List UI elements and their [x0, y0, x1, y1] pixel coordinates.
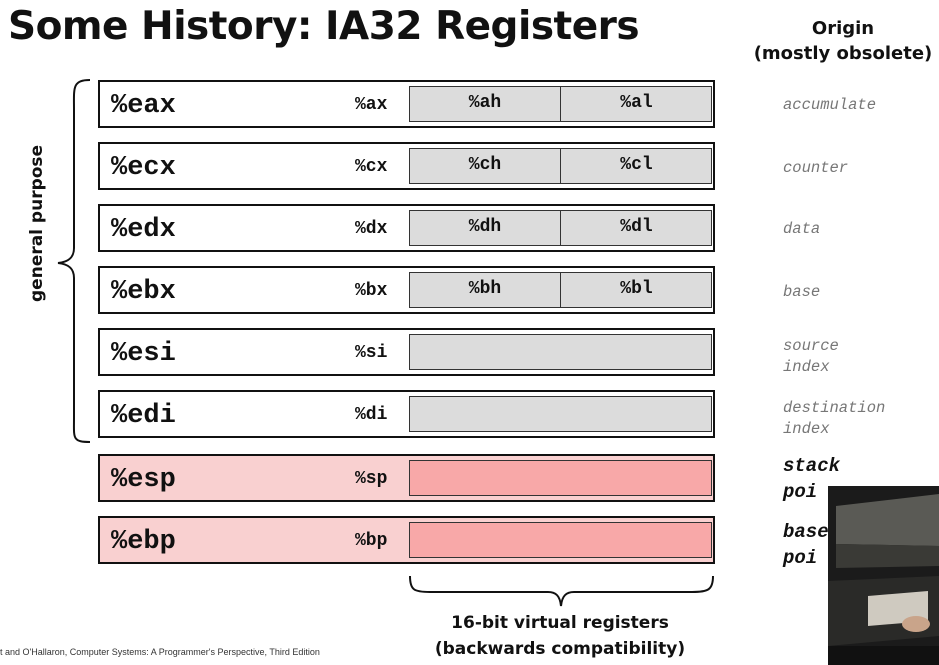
register-16bit-name: %bx — [355, 281, 388, 301]
origin-esp: stack poi — [783, 455, 841, 503]
origin-header-line2: (mostly obsolete) — [753, 43, 933, 64]
register-eax: %eax %ax %ah %al — [98, 80, 715, 128]
video-inset — [828, 486, 939, 665]
register-16bit-box — [409, 396, 712, 432]
origin-edx: data — [783, 220, 821, 238]
virtual-registers-label-line2: (backwards compatibility) — [434, 639, 686, 659]
virtual-registers-label-line1: 16-bit virtual registers — [451, 613, 669, 633]
register-high-byte: %bh — [410, 273, 561, 307]
register-16bit-box: %ch %cl — [409, 148, 712, 184]
origin-ebx: base — [783, 283, 821, 301]
register-ebp: %ebp %bp — [98, 516, 715, 564]
register-esi: %esi %si — [98, 328, 715, 376]
register-16bit-name: %di — [355, 405, 388, 425]
register-edi: %edi %di — [98, 390, 715, 438]
register-name: %ecx — [111, 153, 176, 183]
register-16bit-name: %sp — [355, 469, 388, 489]
register-16bit-box: %dh %dl — [409, 210, 712, 246]
video-frame-image — [828, 486, 939, 665]
origin-ebp: base poi — [783, 521, 829, 569]
register-low-byte: %bl — [620, 279, 653, 299]
citation-text: t and O'Hallaron, Computer Systems: A Pr… — [0, 647, 320, 657]
register-name: %edi — [111, 401, 176, 431]
register-edx: %edx %dx %dh %dl — [98, 204, 715, 252]
general-purpose-label: general purpose — [27, 144, 47, 302]
register-name: %edx — [111, 215, 176, 245]
general-purpose-brace — [57, 79, 91, 443]
register-low-byte: %cl — [620, 155, 653, 175]
register-high-byte: %dh — [410, 211, 561, 245]
register-ecx: %ecx %cx %ch %cl — [98, 142, 715, 190]
register-16bit-box: %bh %bl — [409, 272, 712, 308]
register-16bit-box: %ah %al — [409, 86, 712, 122]
register-low-byte: %dl — [620, 217, 653, 237]
register-16bit-name: %cx — [355, 157, 388, 177]
origin-ecx: counter — [783, 159, 849, 177]
register-name: %esi — [111, 339, 176, 369]
register-name: %esp — [111, 465, 176, 495]
origin-header: Origin (mostly obsolete) — [752, 16, 934, 66]
register-low-byte: %al — [620, 93, 653, 113]
register-16bit-box — [409, 334, 712, 370]
origin-header-line1: Origin — [811, 18, 875, 39]
register-16bit-box — [409, 522, 712, 558]
origin-edi: destination index — [783, 399, 886, 438]
origin-eax: accumulate — [783, 96, 877, 114]
register-16bit-name: %si — [355, 343, 388, 363]
register-name: %ebx — [111, 277, 176, 307]
virtual-registers-label: 16-bit virtual registers (backwards comp… — [407, 610, 713, 662]
register-esp: %esp %sp — [98, 454, 715, 502]
register-16bit-name: %dx — [355, 219, 388, 239]
register-16bit-name: %ax — [355, 95, 388, 115]
register-16bit-name: %bp — [355, 531, 388, 551]
register-ebx: %ebx %bx %bh %bl — [98, 266, 715, 314]
register-name: %ebp — [111, 527, 176, 557]
register-high-byte: %ch — [410, 149, 561, 183]
register-high-byte: %ah — [410, 87, 561, 121]
slide-title: Some History: IA32 Registers — [8, 4, 640, 49]
origin-esi: source index — [783, 337, 839, 376]
register-name: %eax — [111, 91, 176, 121]
register-16bit-box — [409, 460, 712, 496]
